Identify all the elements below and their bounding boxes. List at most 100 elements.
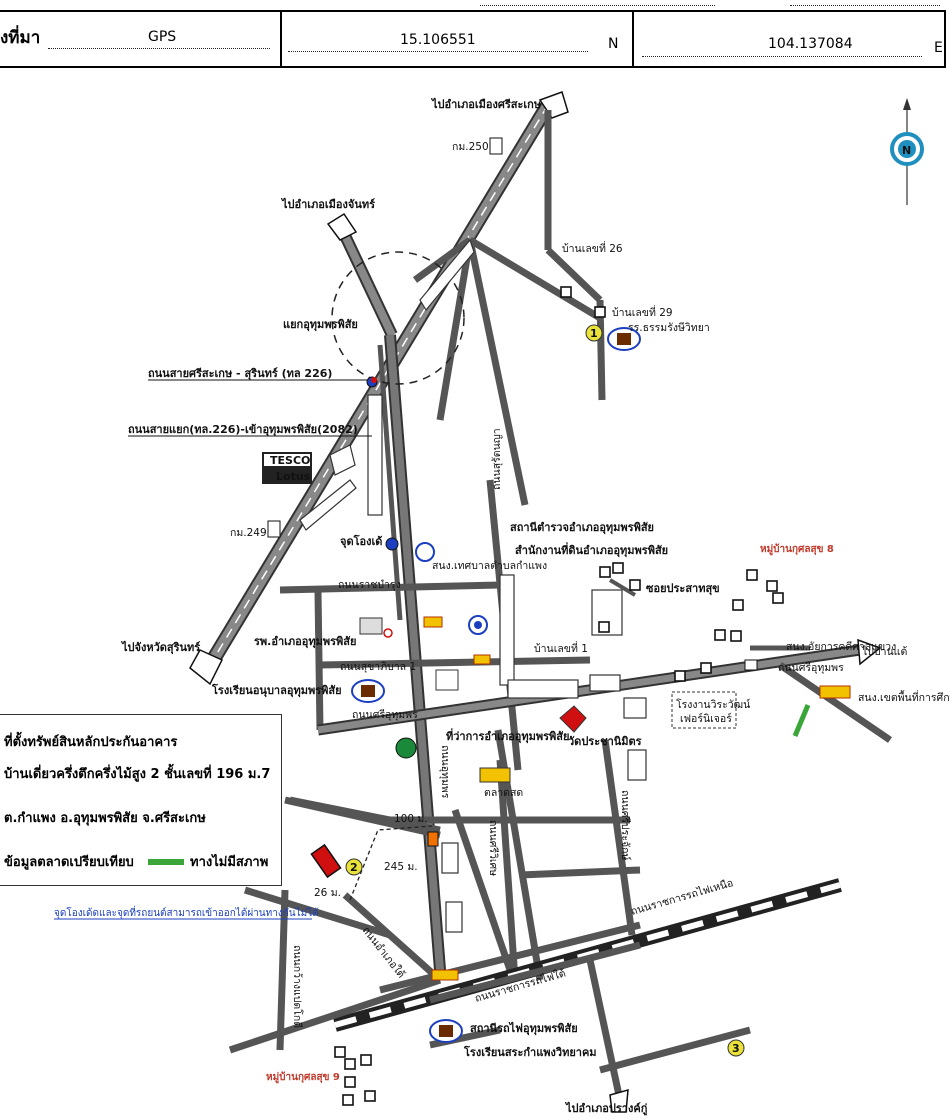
lotus-label: Lotus xyxy=(276,470,311,483)
header-divider xyxy=(280,10,282,68)
tesco-logo xyxy=(262,452,312,484)
hospital-cross-icon xyxy=(383,628,393,638)
label-road226: ถนนสายศรีสะเกษ - สุรินทร์ (ทล 226) xyxy=(148,367,332,381)
gps-label: GPS xyxy=(148,29,177,45)
road-sri-uthumphon xyxy=(317,644,861,736)
label-village8: หมู่บ้านกุศลสุข 8 xyxy=(760,543,834,556)
label-km249: กม.249 xyxy=(230,527,267,539)
label-school-tham: รร.ธรรมรังษีวิทยา xyxy=(628,321,710,334)
train-station-icon xyxy=(431,969,459,981)
building-blocks xyxy=(299,238,647,933)
label-road-left-lower: ถนนกว้างแปดโกดี xyxy=(291,945,304,1028)
label-prosecutor: สนง.อัยการคดีศาลแขวง xyxy=(786,640,896,653)
legend-location: ต.กำแพง อ.อุทุมพรพิสัย จ.ศรีสะเกษ xyxy=(4,811,206,826)
longitude-value: 104.137084 xyxy=(768,36,853,52)
marker-3-label: 3 xyxy=(732,1042,740,1055)
office-icon xyxy=(473,654,491,665)
health-icon xyxy=(744,659,758,671)
km-marker-icon xyxy=(489,137,503,155)
label-furniture2: เฟอร์นิเจอร์ xyxy=(680,712,732,725)
legend-comparable: ข้อมูลตลาดเปรียบเทียบ xyxy=(4,855,134,870)
municipal-icon xyxy=(415,542,435,562)
road-branch-east xyxy=(778,662,892,743)
legend-green-swatch xyxy=(148,859,184,865)
arrow-to-prang-ku xyxy=(609,1088,629,1113)
school-icon xyxy=(361,685,375,697)
dotted-line xyxy=(480,5,715,6)
road-mueang-chan xyxy=(334,222,398,338)
legend-box: ที่ตั้งทรัพย์สินหลักประกันอาคาร บ้านเดี่… xyxy=(0,714,282,886)
label-uthumphon: ถนนอุทุมพร xyxy=(439,745,451,799)
dotted-line xyxy=(642,56,922,57)
location-map: TESCO Lotus N 1 2 3 ไปอำเภอเมืองศรีสะเกษ… xyxy=(54,91,950,1116)
legend-property: บ้านเดี่ยวครึ่งตึกครึ่งไม้สูง 2 ชั้นเลขท… xyxy=(4,767,271,782)
label-soi: ซอยประสาทสุข xyxy=(646,582,720,596)
marker-2 xyxy=(345,858,363,876)
school-icon xyxy=(439,1025,453,1037)
road-network xyxy=(189,91,892,1113)
bank-icon xyxy=(395,737,417,759)
subject-property xyxy=(310,843,342,879)
label-dist-26: 26 ม. xyxy=(314,887,341,899)
road-service xyxy=(377,344,403,621)
label-road-vertical: ถนนสุรัตนญา xyxy=(491,428,503,490)
km-marker-icon xyxy=(267,520,281,538)
label-market: ตลาดสด xyxy=(484,787,523,799)
label-municipal: สนง.เทศบาลตำบลกำแพง xyxy=(432,560,547,572)
label-to-surin: ไปจังหวัดสุรินทร์ xyxy=(120,640,200,655)
header-title: งที่มา xyxy=(0,28,41,48)
label-dist-100: 100 ม. xyxy=(394,813,428,825)
label-dist-245: 245 ม. xyxy=(384,861,418,873)
junction-circle xyxy=(331,251,465,385)
label-road2082: ถนนสายแยก(ทล.226)-เข้าอุทุมพรพิสัย(2082) xyxy=(128,423,358,437)
market-icon xyxy=(479,767,511,783)
label-district-office: ที่ว่าการอำเภออุทุมพรพิสัย xyxy=(446,728,569,744)
label-sukhaphiban: ถนนสุขาภิบาล 1 xyxy=(340,661,416,673)
marker-1 xyxy=(585,324,603,342)
highway-226 xyxy=(203,101,555,669)
land-office-icon xyxy=(423,616,443,628)
latitude-direction: N xyxy=(608,36,619,52)
label-land-office: สำนักงานที่ดินอำเภออุทุมพรพิสัย xyxy=(515,542,668,558)
label-km250: กม.250 xyxy=(452,141,489,153)
longitude-direction: E xyxy=(934,40,943,56)
label-to-srisaket: ไปอำเภอเมืองศรีสะเกษ xyxy=(430,97,542,111)
pin-icon xyxy=(371,377,377,383)
edu-office-icon xyxy=(819,685,851,699)
dotted-line xyxy=(790,5,940,6)
markers xyxy=(345,324,745,1057)
label-village9: หมู่บ้านกุศลสุข 9 xyxy=(266,1071,340,1084)
arrow-to-surin xyxy=(189,649,224,686)
road-2082 xyxy=(384,334,446,971)
legend-title: ที่ตั้งทรัพย์สินหลักประกันอาคาร xyxy=(4,735,178,750)
label-sri-uthumphon-2: ถนนศรีอุทุมพร xyxy=(352,708,418,721)
label-edu-office: สนง.เขตพื้นที่การศึกษา 2 xyxy=(858,690,950,704)
dotted-line xyxy=(288,51,588,52)
label-to-ban-khae: ไปบ้านแต้ xyxy=(861,645,907,658)
railway xyxy=(333,878,842,1032)
school-icon xyxy=(617,333,631,345)
label-to-prang-ku: ไปอำเภอปรางค์กู่ xyxy=(564,1101,648,1116)
label-hospital: รพ.อำเภออุทุมพรพิสัย xyxy=(254,635,356,649)
compass-letter: N xyxy=(902,144,911,157)
road-lower-left xyxy=(228,796,443,1054)
label-junction: แยกอุทุมพรพิสัย xyxy=(283,318,358,332)
marker-1-label: 1 xyxy=(590,327,598,340)
label-temple: วัดประชานิมิตร xyxy=(568,735,642,748)
water-icon xyxy=(385,537,399,551)
label-sriprachak: ถนนศรีประจักษ์ xyxy=(619,790,632,861)
district-office-icon xyxy=(435,669,459,691)
label-school-kamphaeng: โรงเรียนสระกำแพงวิทยาคม xyxy=(463,1045,597,1059)
label-sri-uthumphon: ถนนศรีอุทุมพร xyxy=(778,661,844,674)
arrow-to-ban-khae xyxy=(857,638,882,666)
marker-3 xyxy=(727,1039,745,1057)
label-station: สถานีรถไฟอุทุมพรพิสัย xyxy=(470,1021,578,1036)
latitude-value: 15.106551 xyxy=(400,32,476,48)
store-icon xyxy=(427,831,439,847)
label-jutoeng: จุดโองเด้ xyxy=(340,534,382,549)
legend-no-condition: ทางไม่มีสภาพ xyxy=(190,855,269,870)
label-sriwiset: ถนนศรีวิเศษ xyxy=(487,820,500,876)
temple-icon xyxy=(559,705,587,733)
label-ratchabamrung: ถนนราชบำรุง xyxy=(338,579,401,591)
label-jud-note: จุดโองเด้ดและจุดที่รถยนต์สามารถเข้าออกได… xyxy=(54,905,319,919)
